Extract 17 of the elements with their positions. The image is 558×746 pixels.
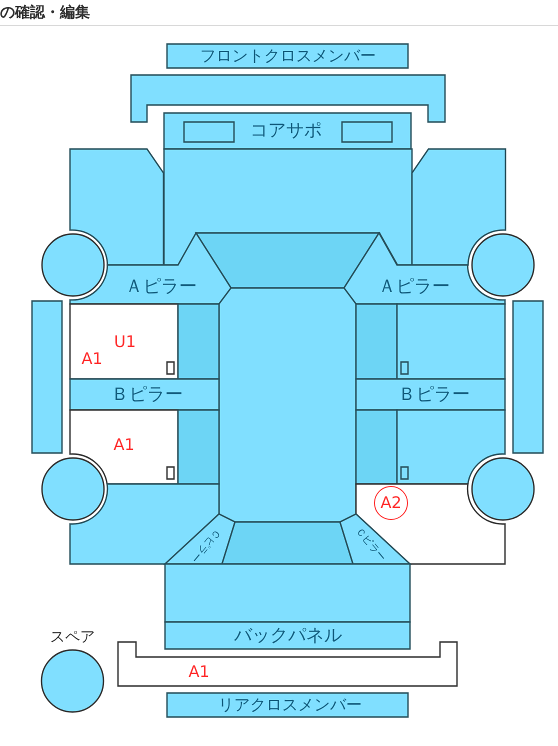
part-label: コアサポ [250, 122, 322, 140]
damage-code: A2 [380, 495, 402, 511]
part-label: Ｂピラー [398, 386, 470, 404]
part-label: Ａピラー [378, 278, 450, 296]
damage-code: A1 [113, 437, 135, 453]
part-label: スペア [50, 630, 95, 644]
part-label: Ａピラー [125, 278, 197, 296]
part-label: リアクロスメンバー [218, 697, 362, 713]
part-label: Ｃピラー [353, 526, 387, 564]
page-heading: の確認・編集 [0, 4, 90, 20]
damage-code: A1 [81, 351, 103, 367]
damage-code: U1 [114, 334, 136, 350]
damage-code: A1 [188, 664, 210, 680]
part-label: フロントクロスメンバー [200, 48, 376, 64]
part-label: Ｃピラー [188, 526, 222, 564]
part-label: バックパネル [234, 627, 342, 645]
part-label: Ｂピラー [111, 386, 183, 404]
